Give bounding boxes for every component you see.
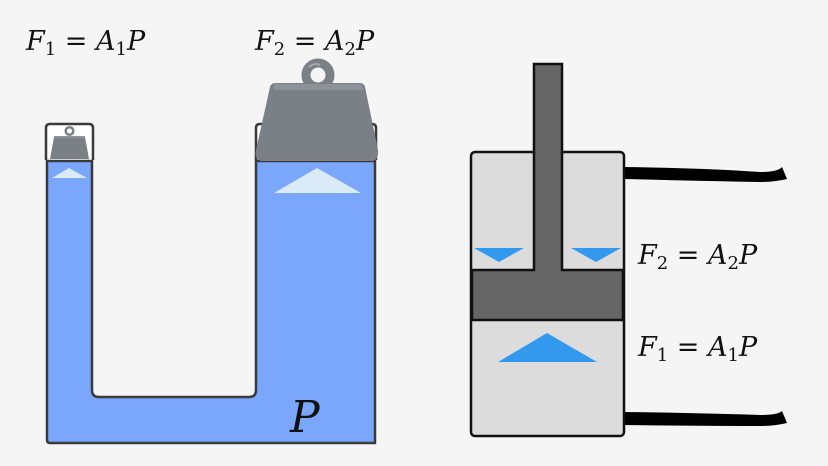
- piston: [470, 62, 625, 322]
- lower-hose: [624, 411, 787, 426]
- lower-force-label: F1 = A1P: [637, 332, 758, 366]
- down-arrow-left-icon: [474, 248, 524, 262]
- hydraulic-cylinder: [469, 62, 787, 438]
- small-up-arrow-icon: [52, 168, 87, 178]
- pressure-label: P: [289, 392, 321, 443]
- large-up-arrow-icon: [274, 168, 361, 193]
- down-arrow-right-icon: [571, 248, 621, 262]
- u-tube: [44, 58, 379, 445]
- large-weight-icon: [255, 58, 379, 161]
- fluid-body: [45, 158, 377, 445]
- upper-hose: [624, 167, 787, 182]
- large-force-label: F2 = A2P: [254, 26, 375, 60]
- upper-force-label: F2 = A2P: [637, 240, 758, 274]
- small-weight-icon: [50, 125, 89, 159]
- up-arrow-icon: [498, 333, 597, 362]
- small-force-label: F1 = A1P: [25, 26, 146, 60]
